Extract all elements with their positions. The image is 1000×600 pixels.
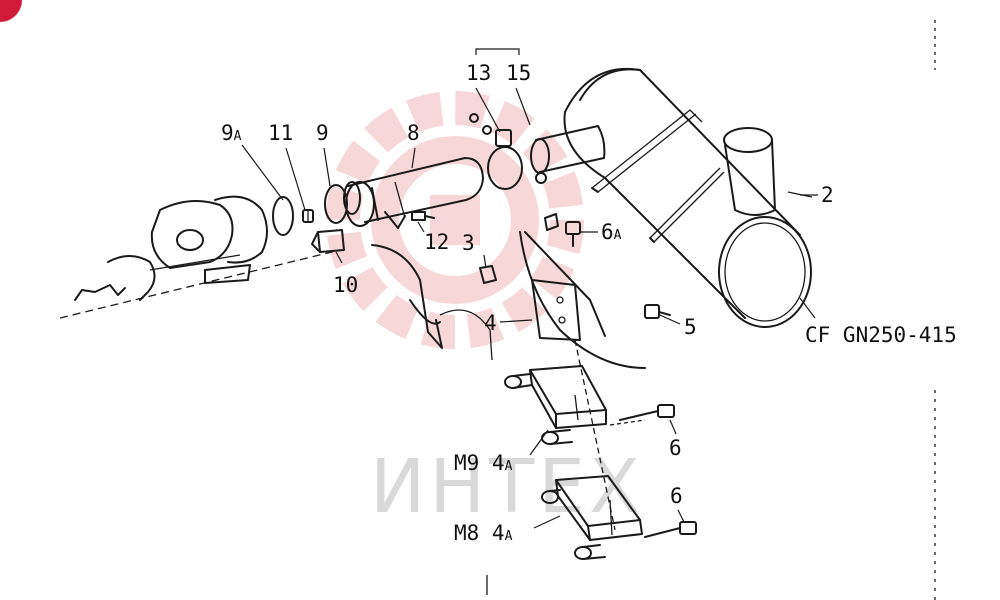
reference-code: CF GN250-415 <box>805 323 957 347</box>
callout-3: 3 <box>462 231 475 255</box>
callout-9a: 9A <box>221 121 242 145</box>
mount-m9 <box>504 365 607 445</box>
callout-13: 13 <box>466 61 491 85</box>
callout-6-upper: 6 <box>669 436 682 460</box>
bolt-12 <box>411 211 435 221</box>
nut-6a <box>544 213 581 247</box>
clamp-13 <box>469 113 547 190</box>
callout-11: 11 <box>268 121 293 145</box>
bolt-5 <box>644 304 671 319</box>
muffler-2 <box>563 67 812 328</box>
bolt-6-lower <box>644 521 697 538</box>
callout-6a: 6A <box>601 220 622 244</box>
watermark-logo <box>326 91 584 349</box>
callout-15: 15 <box>506 61 531 85</box>
callout-5: 5 <box>684 315 697 339</box>
turbo-assembly <box>74 195 268 301</box>
nut-3 <box>479 265 497 284</box>
callout-4: 4 <box>484 311 497 335</box>
callout-6-lower: 6 <box>670 484 683 508</box>
callout-12: 12 <box>424 230 449 254</box>
group-bracket <box>475 48 520 55</box>
bracket-10 <box>311 229 345 253</box>
bolt-6-upper <box>619 404 675 421</box>
callout-2: 2 <box>821 183 834 207</box>
callout-m9: M9 4A <box>454 451 513 475</box>
callout-8: 8 <box>407 121 420 145</box>
watermark-text: ИНТЕХ <box>370 444 644 530</box>
cover-panel <box>371 244 493 361</box>
gasket-9a <box>272 196 294 236</box>
callout-m8: M8 4A <box>454 521 513 545</box>
assembly-lines <box>59 20 936 600</box>
callout-9: 9 <box>316 121 329 145</box>
elbow-pipe <box>530 125 606 174</box>
mount-m8 <box>541 475 643 560</box>
leader-lines <box>241 87 818 529</box>
callout-10: 10 <box>333 273 358 297</box>
exhaust-pipe-8 <box>343 157 484 229</box>
nut-11 <box>302 209 314 223</box>
bracket-plate-4 <box>519 231 646 369</box>
corner-badge <box>0 0 22 22</box>
